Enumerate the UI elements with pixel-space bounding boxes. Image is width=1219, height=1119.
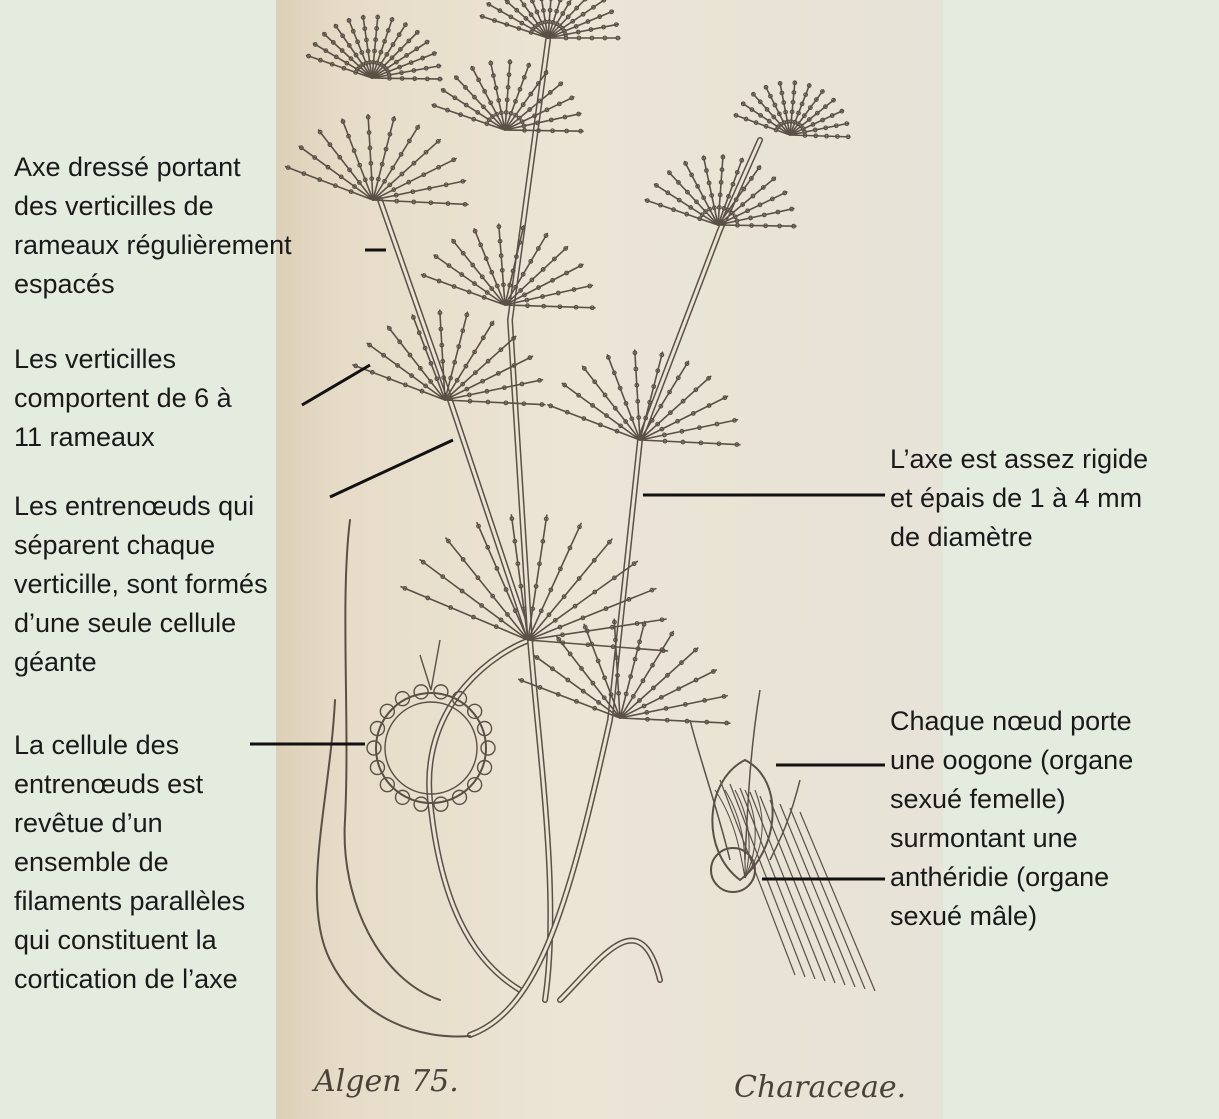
branchlet-node: [540, 0, 544, 1]
branchlet: [620, 648, 698, 718]
cortical-cell: [380, 704, 394, 718]
branchlet: [372, 78, 442, 79]
cortical-cell: [434, 685, 448, 699]
label-noeud: Chaque nœud porte une oogone (organe sex…: [890, 702, 1133, 936]
cortical-cell: [434, 797, 448, 811]
cross-section-stalk: [420, 640, 440, 690]
cortical-cell: [414, 685, 428, 699]
leader-line: [330, 440, 453, 497]
label-axe-dresse: Axe dressé portant des verticilles de ra…: [14, 148, 292, 304]
branchlet: [505, 285, 592, 305]
cortical-cell: [380, 778, 394, 792]
branchlet: [640, 440, 740, 445]
branchlet: [505, 305, 595, 308]
cortical-cell: [468, 778, 482, 792]
label-entrenoeuds: Les entrenœuds qui séparent chaque verti…: [14, 487, 268, 682]
branchlet: [505, 114, 581, 130]
node-detail-drawing: [690, 690, 875, 991]
cortical-cell: [468, 704, 482, 718]
cortical-cell: [414, 797, 428, 811]
branchlet: [528, 640, 667, 651]
label-axe-rigide: L’axe est assez rigide et épais de 1 à 4…: [890, 440, 1148, 557]
axis-stem: [345, 520, 440, 1000]
branchlet: [505, 130, 583, 131]
branchlet: [373, 181, 466, 200]
branchlet: [780, 82, 790, 135]
plant-drawing: [286, 0, 850, 1036]
branchlet: [445, 400, 545, 405]
branchlet: [718, 225, 796, 226]
branchlet: [703, 156, 718, 225]
axis-stem: [317, 700, 470, 1036]
cortical-cell: [481, 741, 495, 755]
cortical-cell: [367, 741, 381, 755]
branchlet: [490, 61, 505, 130]
branchlet: [445, 380, 542, 400]
label-verticilles: Les verticilles comportent de 6 à 11 ram…: [14, 340, 232, 457]
branchlet: [445, 312, 467, 400]
branchlet: [373, 200, 468, 204]
caption-characeae: Characeae.: [734, 1070, 906, 1105]
leader-line: [302, 365, 370, 405]
branchlet: [620, 696, 727, 718]
branchlet: [640, 420, 737, 440]
branchlet: [620, 622, 645, 718]
branchlet: [535, 656, 620, 718]
branchlet: [373, 140, 440, 200]
caption-algen: Algen 75.: [314, 1064, 459, 1099]
branchlet: [445, 336, 516, 400]
branchlet: [620, 718, 730, 723]
branchlet: [790, 135, 850, 137]
label-cellule: La cellule des entrenœuds est revêtue d’…: [14, 726, 245, 999]
branchlet: [373, 117, 394, 200]
